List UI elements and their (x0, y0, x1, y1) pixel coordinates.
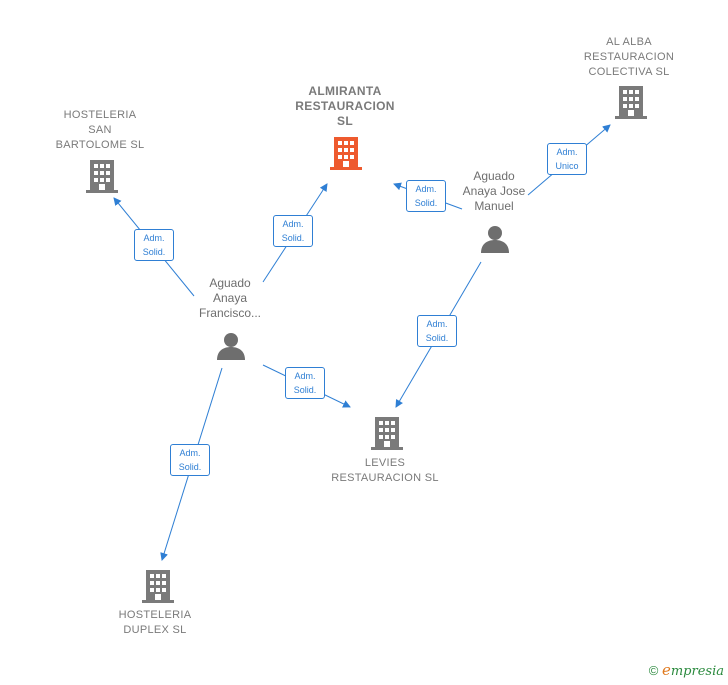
person-label-josemanuel[interactable]: Aguado Anaya Jose Manuel (444, 169, 544, 214)
edge-role-line: Adm. (294, 371, 316, 381)
edge-role-line: Solid. (178, 462, 202, 472)
edge-label-francisco-levies[interactable]: Adm. Solid. (285, 367, 325, 399)
edge-role-line: Solid. (142, 247, 166, 257)
edge-role-line: Solid. (293, 385, 317, 395)
edge-label-francisco-duplex[interactable]: Adm. Solid. (170, 444, 210, 476)
edge-role-line: Adm. (282, 219, 304, 229)
brand-logo-initial: e (661, 661, 671, 679)
person-name-line: Francisco... (198, 306, 261, 320)
person-name-line: Manuel (474, 199, 514, 213)
edge-role-line: Adm. (556, 147, 578, 157)
person-name-line: Aguado (209, 276, 251, 290)
building-icon-highlighted[interactable] (330, 136, 362, 170)
person-label-francisco[interactable]: Aguado Anaya Francisco... (180, 276, 280, 321)
company-label-sanbartolome[interactable]: HOSTELERIA SAN BARTOLOME SL (40, 108, 160, 153)
edge-role-line: Unico (555, 161, 579, 171)
company-name-line: SAN (88, 124, 112, 136)
person-icon[interactable] (216, 331, 246, 361)
company-name-line: RESTAURACION (295, 99, 395, 113)
building-icon[interactable] (142, 569, 174, 603)
edge-label-josemanuel-almiranta[interactable]: Adm. Solid. (406, 180, 446, 212)
person-name-line: Anaya Jose (462, 184, 526, 198)
company-label-duplex[interactable]: HOSTELERIA DUPLEX SL (100, 608, 210, 638)
company-name-line: HOSTELERIA (118, 609, 192, 621)
company-name-line: LEVIES (364, 457, 406, 469)
company-label-alalba[interactable]: AL ALBA RESTAURACION COLECTIVA SL (566, 35, 692, 80)
building-icon[interactable] (86, 159, 118, 193)
edge-role-line: Solid. (414, 198, 438, 208)
brand-footer[interactable]: © empresia (649, 661, 724, 679)
building-icon[interactable] (371, 416, 403, 450)
person-name-line: Aguado (473, 169, 515, 183)
company-name-line: SL (337, 114, 353, 128)
company-name-line: BARTOLOME SL (55, 139, 145, 151)
edge-label-francisco-almiranta[interactable]: Adm. Solid. (273, 215, 313, 247)
edge-role-line: Adm. (143, 233, 165, 243)
edge-label-josemanuel-levies[interactable]: Adm. Solid. (417, 315, 457, 347)
building-icon[interactable] (615, 85, 647, 119)
edge-role-line: Solid. (281, 233, 305, 243)
company-name-line: AL ALBA (606, 36, 652, 48)
edge-label-francisco-sanbartolome[interactable]: Adm. Solid. (134, 229, 174, 261)
edge-role-line: Adm. (426, 319, 448, 329)
edge-role-line: Solid. (425, 333, 449, 343)
person-icon[interactable] (480, 224, 510, 254)
company-name-line: RESTAURACION (583, 51, 675, 63)
person-name-line: Anaya (212, 291, 248, 305)
company-name-line: COLECTIVA SL (588, 66, 670, 78)
company-label-levies[interactable]: LEVIES RESTAURACION SL (320, 456, 450, 486)
edge-label-josemanuel-alalba[interactable]: Adm. Unico (547, 143, 587, 175)
company-label-almiranta[interactable]: ALMIRANTA RESTAURACION SL (284, 84, 406, 129)
edge-role-line: Adm. (179, 448, 201, 458)
copyright-icon: © (648, 663, 659, 678)
company-name-line: HOSTELERIA (63, 109, 137, 121)
company-name-line: DUPLEX SL (123, 624, 187, 636)
company-name-line: ALMIRANTA (308, 84, 382, 98)
edge-role-line: Adm. (415, 184, 437, 194)
company-name-line: RESTAURACION SL (331, 472, 439, 484)
brand-logo-text: mpresia (670, 664, 724, 679)
